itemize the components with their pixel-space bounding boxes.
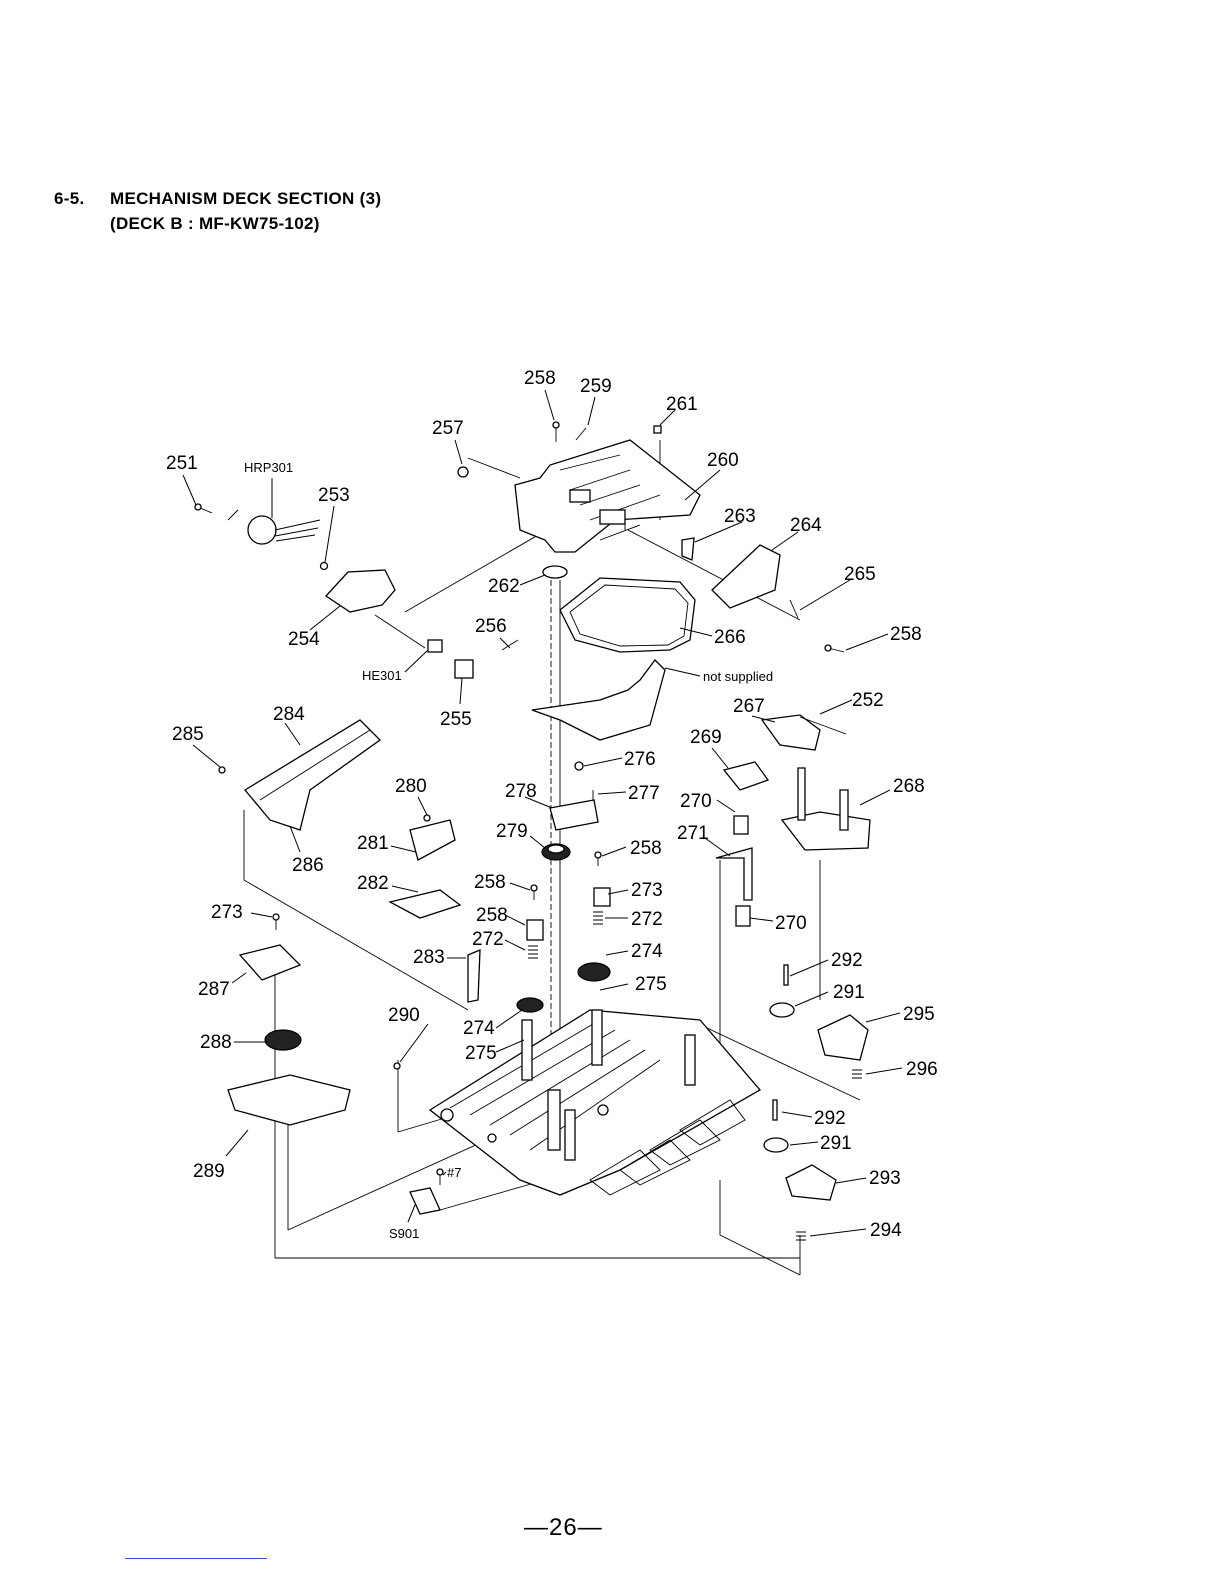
- gear-part: [264, 565, 611, 1051]
- section-number: 6-5.: [54, 189, 85, 208]
- callout-label: 291: [820, 1133, 852, 1154]
- callout-label: 262: [488, 576, 520, 597]
- callout-label: 252: [852, 690, 884, 711]
- head-block-part: [760, 714, 821, 751]
- callout-label: 253: [318, 485, 350, 506]
- holder-part: [227, 819, 869, 1215]
- bracket-part: [531, 659, 666, 741]
- callout-label: 271: [677, 823, 709, 844]
- leader-lines: [182, 389, 903, 1237]
- callout-label: 260: [707, 450, 739, 471]
- callout-label: 283: [413, 947, 445, 968]
- callout-label: 270: [680, 791, 712, 812]
- callout-label: 264: [790, 515, 822, 536]
- callout-label: 257: [432, 418, 464, 439]
- callout-label: 282: [357, 873, 389, 894]
- callout-label: 295: [903, 1004, 935, 1025]
- callout-label: 266: [714, 627, 746, 648]
- callout-label: 287: [198, 979, 230, 1000]
- callout-label: 289: [193, 1161, 225, 1182]
- spring-part: [501, 599, 862, 1241]
- frame-part: [559, 577, 696, 653]
- callout-label: 258: [474, 872, 506, 893]
- main-chassis-part: [428, 1009, 762, 1196]
- callout-label: 258: [630, 838, 662, 859]
- callout-label: 261: [666, 394, 698, 415]
- callout-label: S901: [389, 1226, 419, 1241]
- callout-label: 274: [463, 1018, 495, 1039]
- callout-label: 276: [624, 749, 656, 770]
- callout-label: 259: [580, 376, 612, 397]
- callout-label: HRP301: [244, 460, 293, 475]
- section-heading: 6-5. MECHANISM DECK SECTION (3) (DECK B :…: [54, 186, 381, 236]
- callout-label: 270: [775, 913, 807, 934]
- callout-label: 277: [628, 783, 660, 804]
- callout-label: 275: [465, 1043, 497, 1064]
- callout-labels: 258 259 261 257 260 251 HRP301 253 263 2…: [166, 368, 938, 1241]
- callout-label: 294: [870, 1220, 902, 1241]
- footer-rule: [125, 1558, 267, 1559]
- callout-label: not supplied: [703, 669, 773, 684]
- callout-label: 267: [733, 696, 765, 717]
- callout-label: 258: [524, 368, 556, 389]
- callout-label: 292: [814, 1108, 846, 1129]
- callout-label: 258: [476, 905, 508, 926]
- callout-label: 268: [893, 776, 925, 797]
- callout-label: 273: [211, 902, 243, 923]
- callout-label: 296: [906, 1059, 938, 1080]
- callout-label: #7: [447, 1165, 461, 1180]
- callout-label: 272: [472, 929, 504, 950]
- callout-label: 272: [631, 909, 663, 930]
- callout-label: 254: [288, 629, 320, 650]
- section-subtitle: (DECK B : MF-KW75-102): [110, 214, 320, 233]
- callout-label: 280: [395, 776, 427, 797]
- callout-label: 279: [496, 821, 528, 842]
- page-number: —26—: [524, 1514, 603, 1541]
- callout-label: 263: [724, 506, 756, 527]
- head-assembly-part: [325, 569, 396, 613]
- callout-label: 292: [831, 950, 863, 971]
- callout-label: 258: [890, 624, 922, 645]
- callout-label: 288: [200, 1032, 232, 1053]
- parts-artwork: [194, 421, 871, 1241]
- callout-label: 284: [273, 704, 305, 725]
- callout-label: 285: [172, 724, 204, 745]
- screw-part: [194, 421, 845, 1185]
- section-title: MECHANISM DECK SECTION (3): [110, 189, 382, 208]
- callout-label: 278: [505, 781, 537, 802]
- callout-label: 291: [833, 982, 865, 1003]
- callout-label: 255: [440, 709, 472, 730]
- callout-label: 274: [631, 941, 663, 962]
- cylinder-part: [526, 815, 795, 1153]
- callout-label: 290: [388, 1005, 420, 1026]
- callout-label: 286: [292, 855, 324, 876]
- callout-label: 251: [166, 453, 198, 474]
- callout-label: 269: [690, 727, 722, 748]
- callout-label: 273: [631, 880, 663, 901]
- callout-label: 256: [475, 616, 507, 637]
- lever-arm-part: [244, 719, 382, 831]
- callout-label: HE301: [362, 668, 402, 683]
- callout-label: 275: [635, 974, 667, 995]
- callout-label: 293: [869, 1168, 901, 1189]
- callout-label: 281: [357, 833, 389, 854]
- callout-label: 265: [844, 564, 876, 585]
